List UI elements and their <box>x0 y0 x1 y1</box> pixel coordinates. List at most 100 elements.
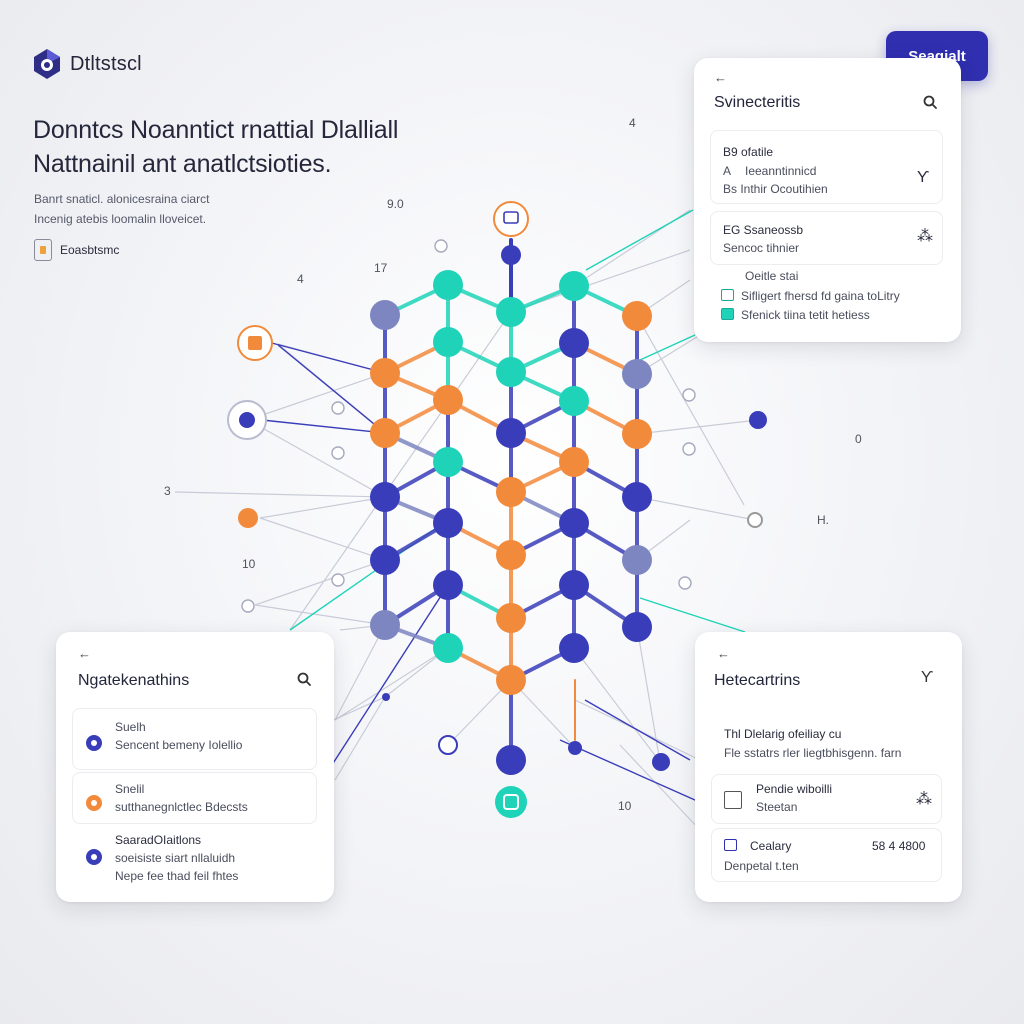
chat-bubble-icon <box>493 201 529 237</box>
connector-line <box>636 419 759 435</box>
connector-line <box>619 744 701 831</box>
graph-node <box>622 482 652 512</box>
top-panel-card-1[interactable]: B9 ofatile A Ieeanntinnicd Bs Inthir Oco… <box>710 130 943 204</box>
graph-node <box>559 386 589 416</box>
card-line: Sencoc tihnier <box>723 241 800 255</box>
status-dot-icon <box>747 512 763 528</box>
card-line: Pendie wiboilli <box>756 782 833 796</box>
connector-line <box>259 496 386 519</box>
card-line: Thl Dlelarig ofeiliay cu <box>724 727 842 741</box>
label-h: H. <box>817 513 829 527</box>
list-item-desc: sutthanegnlctlec Bdecsts <box>115 800 248 814</box>
card-line: Fle sstatrs rler liegtbhisgenn. farn <box>724 746 902 760</box>
hero-tag[interactable]: Eoasbtsmc <box>34 239 119 261</box>
search-icon[interactable] <box>296 671 312 687</box>
database-icon <box>503 794 519 810</box>
graph-node <box>433 447 463 477</box>
connector-line <box>277 344 386 434</box>
tool-icon[interactable]: Ƴ <box>917 169 930 186</box>
back-arrow-icon[interactable]: ← <box>78 646 91 661</box>
status-dot-icon <box>86 735 102 751</box>
connector-line <box>329 584 449 769</box>
status-dot-icon <box>86 795 102 811</box>
calendar-icon <box>724 839 737 851</box>
image-icon <box>724 791 742 809</box>
top-panel-card-3[interactable]: Oeitle stai Sifligert fhersd fd gaina to… <box>710 268 943 328</box>
graph-node <box>496 665 526 695</box>
graph-node <box>496 357 526 387</box>
connector-line <box>259 517 386 561</box>
graph-node <box>496 603 526 633</box>
graph-node <box>433 570 463 600</box>
connector-line <box>174 491 386 498</box>
card-value: 58 4 4800 <box>872 839 926 853</box>
label-0: 0 <box>855 432 862 446</box>
card-line: EG Ssaneossb <box>723 223 804 237</box>
right-panel-card-1[interactable]: Thl Dlelarig ofeiliay cu Fle sstatrs rle… <box>711 712 942 770</box>
connector-line <box>267 341 386 374</box>
graph-node <box>433 270 463 300</box>
right-panel-title: Hetecartrins <box>714 672 801 689</box>
sparkle-icon[interactable]: ⁂ <box>916 791 932 808</box>
node-marker-icon <box>241 599 255 613</box>
checkbox-icon[interactable] <box>721 308 734 320</box>
list-item-title: Suelh <box>115 720 146 734</box>
right-panel-card-3[interactable]: Cealary 58 4 4800 Denpetal t.ten <box>711 828 942 882</box>
node-marker-icon <box>434 239 448 253</box>
list-item[interactable]: Suelh Sencent bemeny Iolellio <box>72 708 317 770</box>
label-10: 10 <box>618 799 632 813</box>
status-dot-icon <box>568 741 582 755</box>
list-item-desc: Sencent bemeny Iolellio <box>115 738 243 752</box>
checkbox-icon[interactable] <box>721 289 734 301</box>
list-item[interactable]: Snelil sutthanegnlctlec Bdecsts <box>72 772 317 824</box>
hero-tag-label: Eoasbtsmc <box>60 243 120 257</box>
hero-subtext-line2: Incenig atebis loomalin lloveicet. <box>34 212 207 226</box>
card-line: Denpetal t.ten <box>724 859 799 873</box>
status-dot-icon <box>438 735 458 755</box>
logo-icon <box>34 49 60 79</box>
connector-line <box>636 626 661 763</box>
hero-subtext: Banrt snaticl. alonicesraina ciarct Ince… <box>34 189 209 229</box>
label-4: 4 <box>297 272 304 286</box>
user-icon <box>239 412 255 428</box>
top-right-panel: ← Svinecteritis B9 ofatile A Ieeanntinni… <box>694 58 961 342</box>
database-icon <box>495 786 527 818</box>
tool-icon[interactable]: Ƴ <box>921 669 934 686</box>
graph-node <box>559 570 589 600</box>
label-10: 10 <box>242 557 256 571</box>
card-line: Sifligert fhersd fd gaina toLitry <box>741 289 900 303</box>
app-logo[interactable]: Dtltstscl <box>32 48 142 80</box>
right-panel-card-2[interactable]: Pendie wiboilli Steetan ⁂ <box>711 774 942 824</box>
node-marker-icon <box>682 442 696 456</box>
search-icon[interactable] <box>922 94 938 110</box>
card-line: Steetan <box>756 800 798 814</box>
connector-line <box>636 496 756 521</box>
node-marker-icon <box>331 446 345 460</box>
list-item[interactable]: SaaradOIaitlons soeisiste siart nllaluid… <box>72 826 317 888</box>
connector-line <box>247 419 386 498</box>
list-item-title: Snelil <box>115 782 145 796</box>
graph-node <box>559 447 589 477</box>
graph-node <box>496 477 526 507</box>
connector-line <box>636 315 745 506</box>
connector-line <box>254 559 386 606</box>
back-arrow-icon[interactable]: ← <box>714 70 727 85</box>
graph-node <box>622 301 652 331</box>
top-panel-title: Svinecteritis <box>714 94 801 111</box>
status-dot-icon <box>382 693 390 701</box>
graph-node <box>370 482 400 512</box>
list-item-desc: soeisiste siart nllaluidh <box>115 851 236 865</box>
graph-node <box>559 328 589 358</box>
left-panel-title: Ngatekenathins <box>78 672 190 689</box>
status-dot-icon <box>749 411 767 429</box>
sparkle-icon[interactable]: ⁂ <box>917 228 933 245</box>
connector-line <box>639 334 696 361</box>
graph-node <box>559 633 589 663</box>
graph-node <box>622 359 652 389</box>
connector-line <box>254 604 386 626</box>
connector-line <box>639 597 746 633</box>
connector-line <box>334 696 386 781</box>
back-arrow-icon[interactable]: ← <box>717 646 730 661</box>
graph-node <box>496 297 526 327</box>
top-panel-card-2[interactable]: EG Ssaneossb Sencoc tihnier ⁂ <box>710 211 943 265</box>
